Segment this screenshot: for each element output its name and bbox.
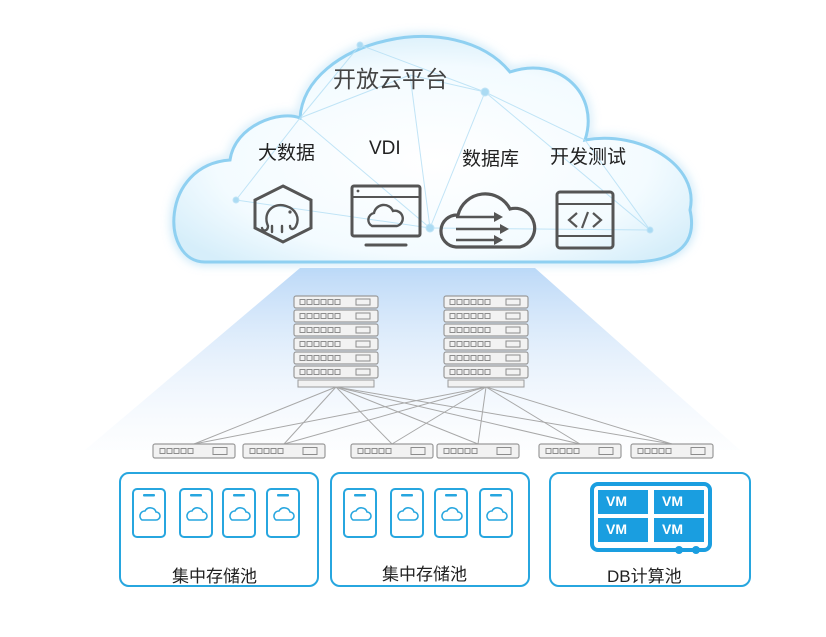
monitor-cloud-icon <box>350 184 422 247</box>
cloud-title: 开放云平台 <box>333 66 448 92</box>
service-label-database: 数据库 <box>462 149 520 170</box>
code-window-icon <box>555 190 615 250</box>
service-label-vdi: VDI <box>369 138 401 159</box>
elephant-hexagon-icon <box>253 184 313 244</box>
storage-pool-2 <box>330 472 530 587</box>
vm-label: VM <box>662 493 683 509</box>
network-links <box>193 386 673 445</box>
light-beam <box>85 268 740 450</box>
service-label-devtest: 开发测试 <box>550 147 627 168</box>
cloud-shape <box>172 35 694 264</box>
server-rack-right <box>443 295 529 388</box>
vm-label: VM <box>662 521 683 537</box>
vm-label: VM <box>606 521 627 537</box>
pool-label-storage-2: 集中存储池 <box>382 565 467 584</box>
server-rack-left <box>293 295 379 388</box>
vm-label: VM <box>606 493 627 509</box>
vm-frame <box>590 482 712 554</box>
storage-pool-1 <box>119 472 319 587</box>
db-compute-pool <box>549 472 751 587</box>
service-label-bigdata: 大数据 <box>258 143 316 164</box>
pool-label-db: DB计算池 <box>607 567 682 586</box>
cloud-arrows-icon <box>439 192 537 249</box>
pool-label-storage-1: 集中存储池 <box>172 567 257 586</box>
